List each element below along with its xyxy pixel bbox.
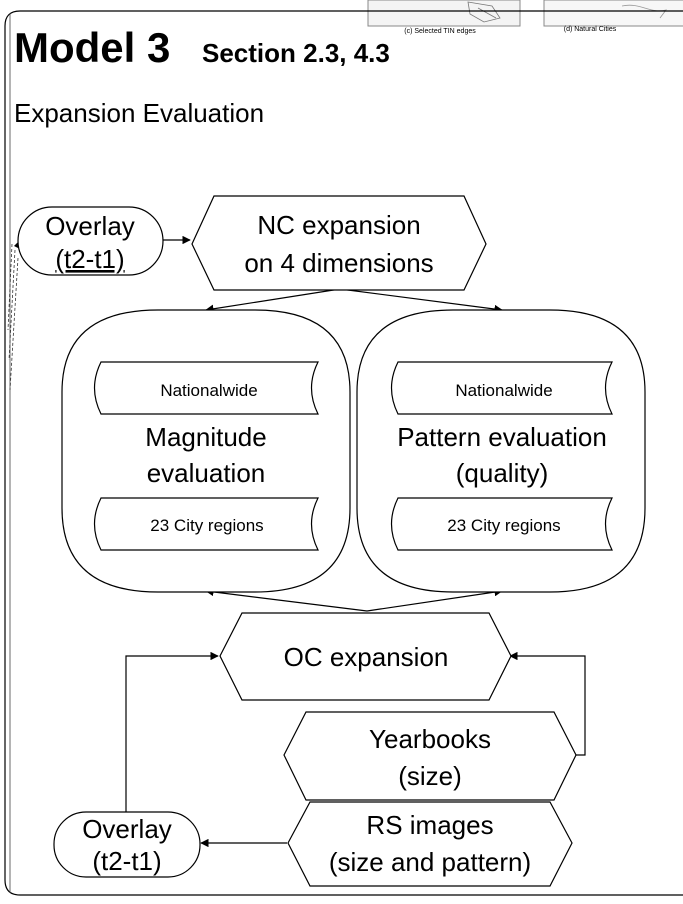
slide-frame xyxy=(4,10,683,896)
nc-expansion-line2: on 4 dimensions xyxy=(244,248,433,278)
rs-images-line1: RS images xyxy=(366,810,493,840)
thumbnail-caption-d: (d) Natural Cities xyxy=(564,26,617,33)
nc-expansion-line1: NC expansion xyxy=(257,210,420,240)
overlay-bottom-line1: Overlay xyxy=(82,814,172,844)
thumbnail-d: (d) Natural Cities xyxy=(543,0,683,33)
section-reference: Section 2.3, 4.3 xyxy=(202,38,390,68)
pattern-nationwide-label: Nationalwide xyxy=(455,381,552,400)
nc-expansion-node: NC expansion on 4 dimensions xyxy=(191,195,487,291)
arrow-oc-to-magnitude xyxy=(205,587,368,612)
overlay-top-line2: (t2-t1) xyxy=(55,244,124,274)
overlay-top-node: Overlay (t2-t1) xyxy=(17,206,164,276)
pattern-line1: Pattern evaluation xyxy=(397,422,607,452)
magnitude-evaluation-node: Nationalwide Magnitude evaluation 23 Cit… xyxy=(61,309,351,593)
oc-expansion-label: OC expansion xyxy=(284,642,449,672)
yearbooks-node: Yearbooks (size) xyxy=(283,711,577,801)
arrow-nc-to-magnitude xyxy=(205,288,341,313)
pattern-line2: (quality) xyxy=(456,458,548,488)
pattern-city-regions-label: 23 City regions xyxy=(447,516,560,535)
pattern-nationwide-doc xyxy=(390,361,613,415)
rs-images-line2: (size and pattern) xyxy=(329,847,531,877)
arrow-yearbooks-to-oc xyxy=(509,651,586,756)
model-title: Model 3 xyxy=(14,24,170,71)
yearbooks-line1: Yearbooks xyxy=(369,724,491,754)
yearbooks-line2: (size) xyxy=(398,761,462,791)
pattern-city-regions-doc xyxy=(390,497,613,551)
magnitude-line2: evaluation xyxy=(147,458,266,488)
magnitude-city-regions-doc xyxy=(93,497,319,551)
arrow-overlay-to-oc xyxy=(125,651,219,812)
magnitude-line1: Magnitude xyxy=(145,422,266,452)
diagram-subtitle: Expansion Evaluation xyxy=(14,98,264,128)
arrow-nc-to-pattern xyxy=(339,288,503,314)
thumbnail-caption-c: (c) Selected TIN edges xyxy=(404,28,476,35)
magnitude-nationwide-label: Nationalwide xyxy=(160,381,257,400)
magnitude-nationwide-doc xyxy=(93,361,319,415)
rs-images-node: RS images (size and pattern) xyxy=(287,801,573,887)
thumbnail-c: (c) Selected TIN edges xyxy=(367,0,521,35)
overlay-top-line1: Overlay xyxy=(45,211,135,241)
overlay-bottom-node: Overlay (t2-t1) xyxy=(53,811,201,878)
arrow-oc-to-pattern xyxy=(366,587,503,612)
pattern-evaluation-node: Nationalwide Pattern evaluation (quality… xyxy=(356,309,646,593)
oc-expansion-node: OC expansion xyxy=(219,612,512,701)
magnitude-city-regions-label: 23 City regions xyxy=(150,516,263,535)
overlay-bottom-line2: (t2-t1) xyxy=(92,846,161,876)
